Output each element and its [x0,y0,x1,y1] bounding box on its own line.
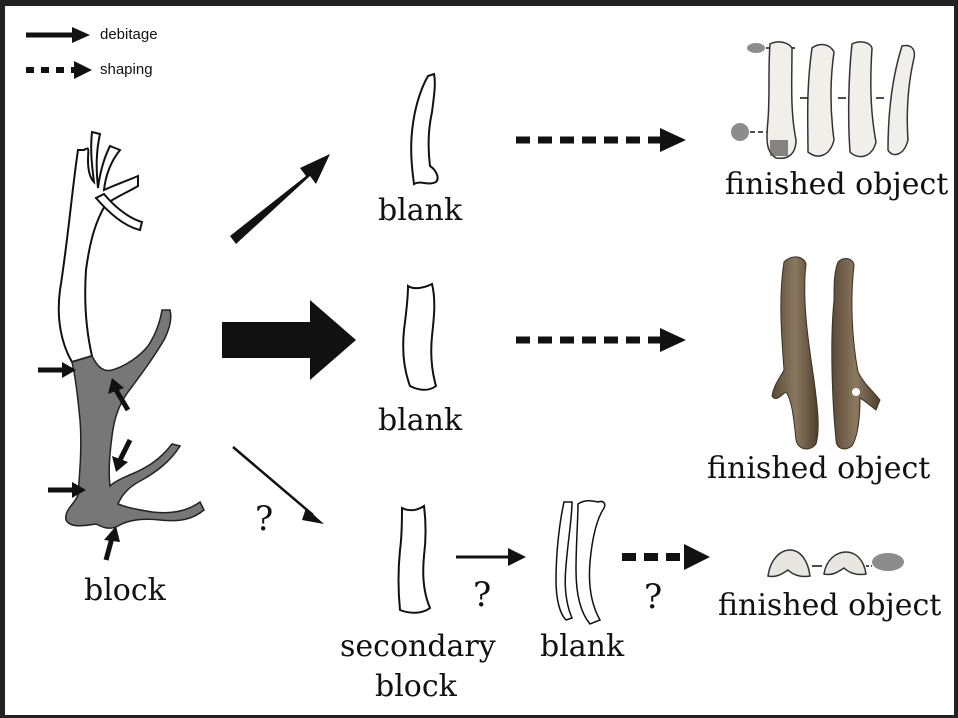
debitage-arrow-middle [222,300,356,380]
legend-shaping-label: shaping [100,62,153,77]
finished-object-bottom-label: finished object [718,591,941,621]
block-label: block [84,576,166,606]
blank-bottom-label: blank [540,632,624,662]
shaping-arrow-top [516,128,686,152]
secondary-block-shape [399,506,431,613]
question-mark-secondary: ? [473,578,491,612]
shaping-arrow-bottom [622,544,710,570]
secondary-block-label-line2: block [375,672,457,702]
legend-debitage-label: debitage [100,27,158,42]
blank-top-shape [411,74,437,184]
debitage-arrow-bottom [233,447,324,524]
finished-object-drawings-bottom [768,550,904,577]
finished-object-drawings-top [731,42,914,158]
shaping-arrow-middle [516,328,686,352]
legend-shaping-arrow [26,61,92,79]
question-mark-debitage: ? [255,502,273,536]
blank-middle-shape [403,284,436,390]
debitage-arrow-secondary [456,548,526,566]
question-mark-shaping: ? [644,580,662,614]
debitage-arrow-top [230,154,330,244]
secondary-block-label-line1: secondary [340,632,496,662]
blank-bottom-shape-1 [556,502,572,620]
blank-bottom-shape-2 [576,501,605,624]
finished-object-top-label: finished object [725,170,948,200]
blank-middle-label: blank [378,406,462,436]
finished-object-photos-middle [772,257,880,449]
finished-object-middle-label: finished object [707,454,930,484]
blank-top-label: blank [378,196,462,226]
antler-upper-beam [59,132,138,362]
legend [26,27,92,79]
legend-debitage-arrow [26,27,90,43]
antler-block [38,132,204,560]
